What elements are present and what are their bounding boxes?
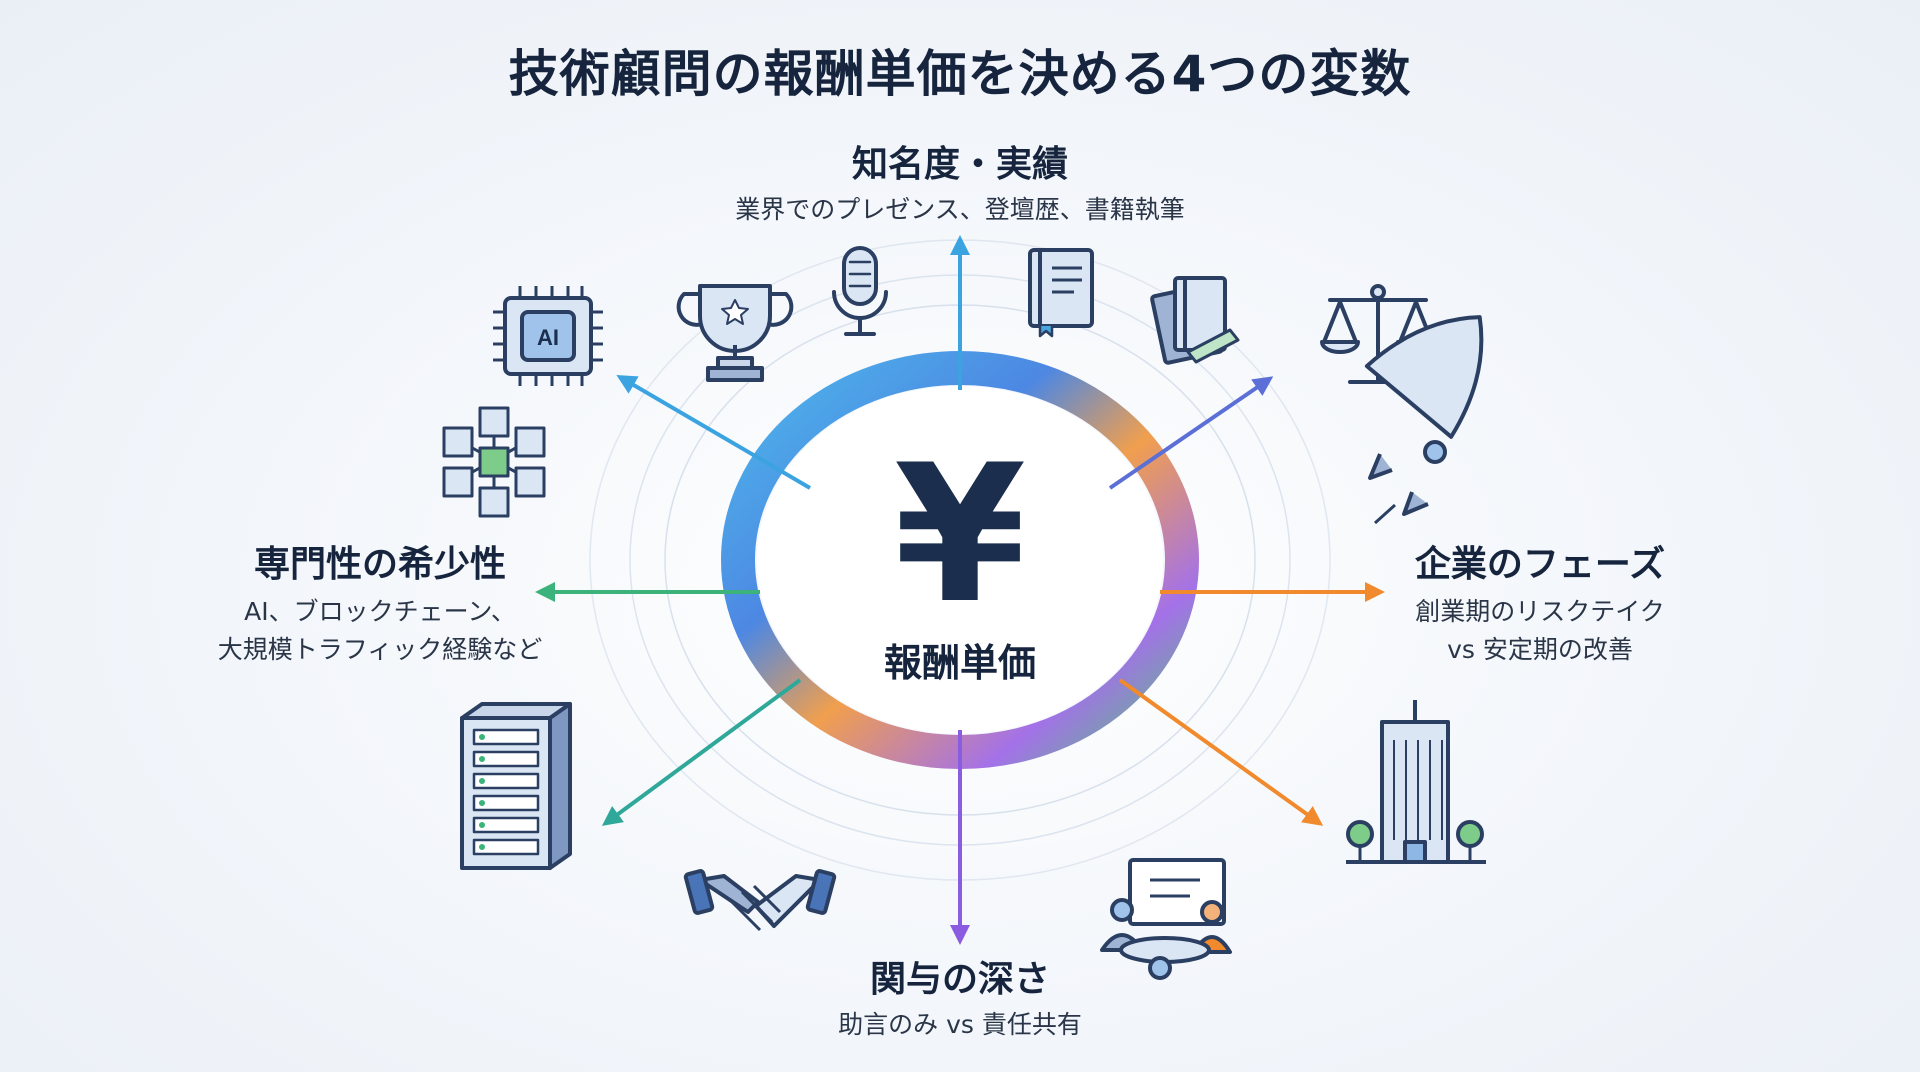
book-icon [1028,248,1094,338]
factor-left: 専門性の希少性 AI、ブロックチェーン、 大規模トラフィック経験など [160,535,600,669]
server-icon [460,702,572,870]
factor-right-desc-2: vs 安定期の改善 [1447,635,1633,664]
factor-right-desc-1: 創業期のリスクテイク [1415,597,1665,626]
books-pencil-icon [1150,276,1240,365]
microphone-icon [832,246,888,336]
ai-chip-icon: AI [493,286,603,386]
factor-bottom-name: 関与の深さ [869,959,1050,1000]
center-ring [715,345,1205,775]
factor-top-name: 知名度・実績 [851,144,1068,185]
arrow-lower-left [601,678,802,826]
factor-top: 知名度・実績 業界でのプレゼンス、登壇歴、書籍執筆 [610,135,1310,229]
building-icon [1346,700,1486,864]
arrow-upper-right [1108,376,1274,490]
factor-left-name: 専門性の希少性 [253,544,506,585]
factor-right-name: 企業のフェーズ [1414,544,1666,585]
ai-chip-label: AI [537,325,559,350]
page-title: 技術顧問の報酬単価を決める4つの変数 [508,45,1412,103]
factor-bottom-desc: 助言のみ vs 責任共有 [838,1010,1082,1039]
arrow-upper-left [616,374,812,490]
arrow-lower-right [1118,678,1324,826]
factor-left-desc-1: AI、ブロックチェーン、 [244,597,516,626]
rocket-icon [1364,315,1484,525]
trophy-icon [676,284,794,382]
center-label: 報酬単価 [883,641,1036,685]
yen-symbol: ¥ [893,424,1027,645]
factor-top-desc: 業界でのプレゼンス、登壇歴、書籍執筆 [735,195,1185,224]
factor-right: 企業のフェーズ 創業期のリスクテイク vs 安定期の改善 [1380,535,1700,669]
meeting-icon [1100,858,1232,980]
handshake-icon [683,869,837,932]
factor-bottom: 関与の深さ 助言のみ vs 責任共有 [710,950,1210,1044]
factor-left-desc-2: 大規模トラフィック経験など [217,635,543,664]
blockchain-icon [442,406,546,518]
